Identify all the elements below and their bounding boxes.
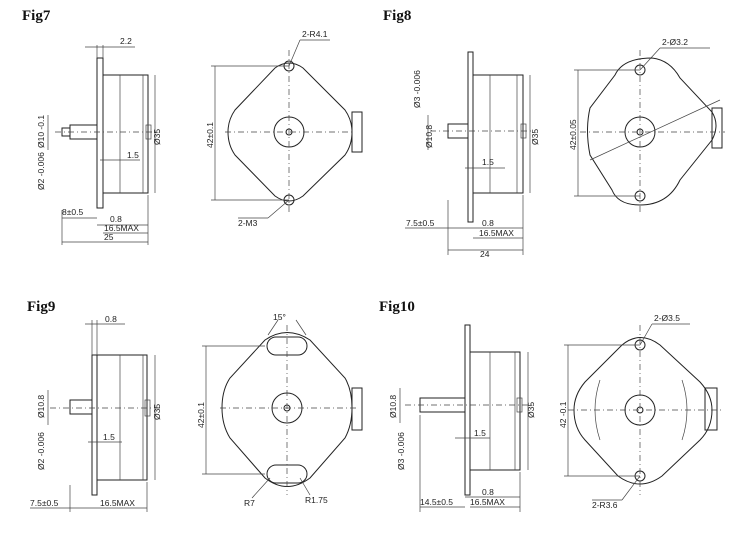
fig9-side-view: 0.8 Ø10.8 Ø2 -0.006 Ø35 1.5 7.5±0.5 16.5… [30,314,162,512]
fig7-body-length: 16.5MAX [104,223,139,233]
fig8-hole-diameter: 2-Ø3.2 [662,37,688,47]
fig8-shaft-length: 7.5±0.5 [406,218,435,228]
fig9-step: 1.5 [103,432,115,442]
fig9-front-view: 15° 42±0.1 R7 R1.75 [196,312,363,508]
fig9-shaft-diameter: Ø10.8 [36,395,46,418]
fig10-shaft-length: 14.5±0.5 [420,497,453,507]
fig10-plate: 0.8 [482,487,494,497]
fig7-title: Fig7 [22,8,51,24]
fig9-body-length: 16.5MAX [100,498,135,508]
fig7-height: 42±0.1 [205,122,215,148]
fig7-side-view: 2.2 Ø10 -0.1 Ø2 -0.006 Ø35 1.5 8±0.5 0.8… [36,36,162,245]
fig10-group: Fig10 Ø10.8 Ø3 -0.006 Ø35 1.5 0.8 14.5±0… [379,299,722,512]
fig10-height: 42 -0.1 [558,401,568,428]
fig7-total-length: 25 [104,232,114,242]
fig9-shaft-length: 7.5±0.5 [30,498,59,508]
fig7-step: 1.5 [127,150,139,160]
fig9-title: Fig9 [27,299,55,315]
fig8-height: 42±0.05 [568,119,578,150]
fig9-shaft-diameter-2: Ø2 -0.006 [36,432,46,470]
fig10-radius: 2-R3.6 [592,500,618,510]
fig10-title: Fig10 [379,299,415,315]
fig8-body-length: 16.5MAX [479,228,514,238]
fig7-flange-thickness: 2.2 [120,36,132,46]
fig10-step: 1.5 [474,428,486,438]
fig8-body-diameter: Ø35 [530,129,540,145]
fig10-side-view: Ø10.8 Ø3 -0.006 Ø35 1.5 0.8 14.5±0.5 16.… [388,324,536,512]
fig10-body-length: 16.5MAX [470,497,505,507]
fig8-plate: 0.8 [482,218,494,228]
fig10-hole-diameter: 2-Ø3.5 [654,313,680,323]
fig7-plate: 0.8 [110,214,122,224]
fig9-body-diameter: Ø35 [152,404,162,420]
fig7-shaft-diameter-2: Ø2 -0.006 [36,152,46,190]
fig8-total-length: 24 [480,249,490,259]
fig8-shaft-diameter: Ø10.8 [424,125,434,148]
fig10-front-view: 2-Ø3.5 42 -0.1 2-R3.6 [558,313,722,510]
fig9-flange-thickness: 0.8 [105,314,117,324]
fig7-hole-radius: 2-R4.1 [302,29,328,39]
fig7-front-view: 2-R4.1 42±0.1 2-M3 [205,29,363,228]
fig8-front-view: 2-Ø3.2 42±0.05 [568,37,725,215]
fig7-shaft-length: 8±0.5 [62,207,83,217]
fig7-shaft-diameter: Ø10 -0.1 [36,115,46,148]
fig8-step: 1.5 [482,157,494,167]
fig7-body-diameter: Ø35 [152,129,162,145]
fig9-group: Fig9 0.8 Ø10.8 Ø2 -0.006 Ø35 1.5 7.5±0.5 [27,299,363,512]
fig9-slot-radius: R1.75 [305,495,328,505]
fig8-group: Fig8 Ø3 -0.006 Ø10.8 Ø35 1.5 7.5±0.5 0.8… [383,8,725,259]
fig10-body-diameter: Ø35 [526,402,536,418]
fig8-shaft-diameter-2: Ø3 -0.006 [412,70,422,108]
fig9-height: 42±0.1 [196,402,206,428]
fig10-shaft-diameter-2: Ø3 -0.006 [396,432,406,470]
fig7-group: Fig7 2.2 Ø10 -0.1 Ø2 -0.006 Ø35 1.5 [22,8,363,245]
fig8-title: Fig8 [383,8,411,24]
fig8-side-view: Ø3 -0.006 Ø10.8 Ø35 1.5 7.5±0.5 0.8 16.5… [405,51,540,259]
fig9-radius: R7 [244,498,255,508]
fig9-angle: 15° [273,312,286,322]
fig10-shaft-diameter: Ø10.8 [388,395,398,418]
fig7-thread: 2-M3 [238,218,258,228]
